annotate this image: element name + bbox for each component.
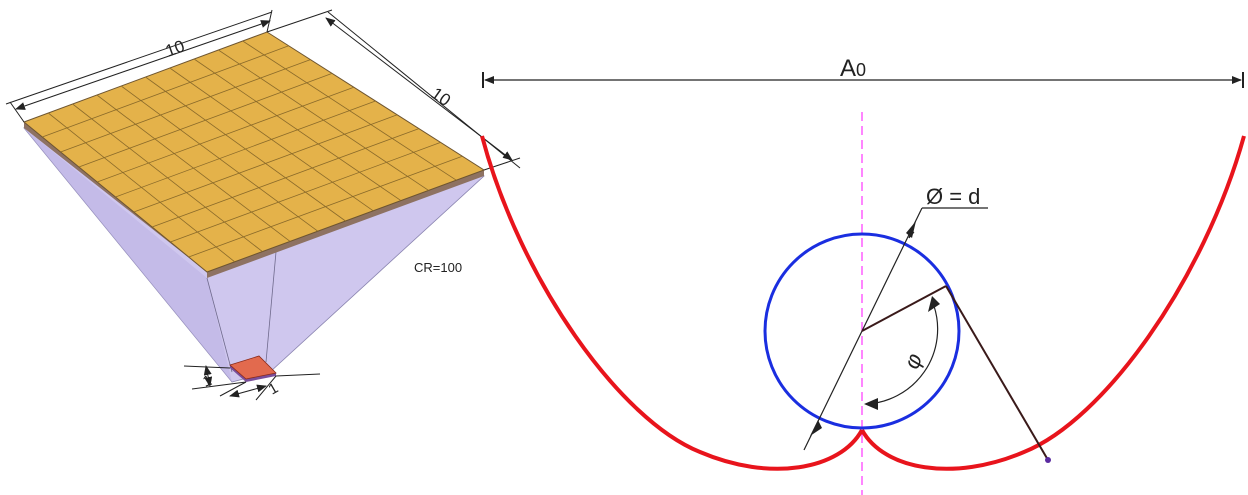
collector-grid-line [188,155,463,258]
diameter-line [803,207,923,451]
concentrator-figure: 10 10 CR=100 1 1 [5,9,521,401]
receiver-cell [229,355,277,380]
tangent-ray [945,285,1049,461]
receiver-side [230,365,276,382]
angle-arc [865,305,939,405]
angle-label: φ [899,350,927,372]
diameter-label: Ø = d [926,184,980,209]
aperture-label: A0 [840,55,866,82]
concentration-ratio-label: CR=100 [414,260,462,275]
light-cone-shade [24,128,232,382]
reflector-left [480,135,864,471]
absorber-tube [763,232,961,430]
cpc-figure: A0 Ø = d φ [480,55,1246,495]
radius-line [861,285,947,332]
receiver-width-label: 1 [266,380,282,399]
reflector-right [860,135,1246,471]
plate-width-label: 10 [428,84,454,110]
